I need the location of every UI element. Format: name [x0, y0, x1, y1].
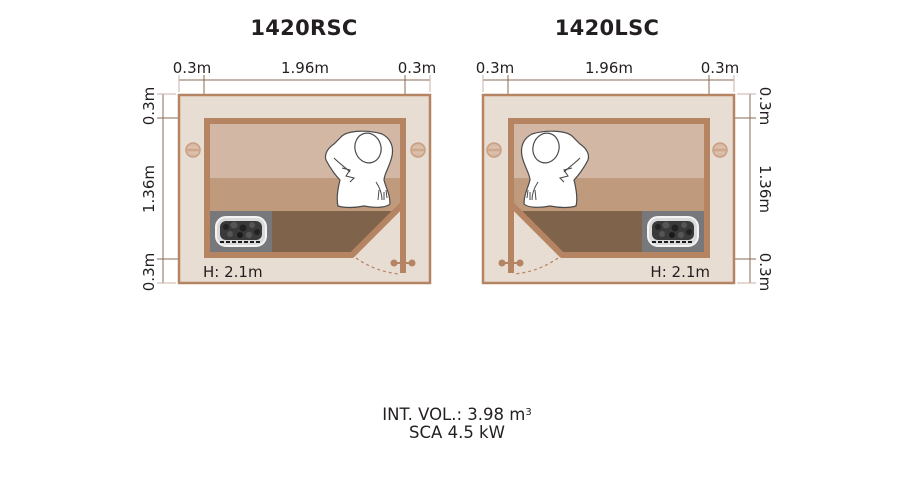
- dim-side-top: 0.3m: [756, 87, 774, 125]
- interior-volume: INT. VOL.: 3.98 m3: [0, 406, 914, 423]
- dim-top-center: 1.96m: [585, 59, 633, 77]
- dim-top-right: 0.3m: [701, 59, 739, 77]
- diagram-title-rsc: 1420RSC: [250, 16, 358, 40]
- door-handle-icon: [390, 259, 416, 267]
- door-frame: [508, 200, 514, 273]
- dim-side-bottom: 0.3m: [756, 253, 774, 291]
- diagram-title-lsc: 1420LSC: [554, 16, 660, 40]
- dim-top-left: 0.3m: [476, 59, 514, 77]
- height-label: H: 2.1m: [650, 263, 710, 281]
- dim-top-center: 1.96m: [281, 59, 329, 77]
- interior: [498, 118, 710, 275]
- dim-side-top: 0.3m: [140, 87, 158, 125]
- door-frame: [400, 200, 406, 273]
- height-label: H: 2.1m: [203, 263, 263, 281]
- door-swing: [513, 257, 559, 275]
- dim-top-right: 0.3m: [398, 59, 436, 77]
- diagram-lsc: 0.3m 1.96m 0.3m 0.3m 1.36m 0.3m: [476, 59, 774, 291]
- door-handle-icon: [498, 259, 524, 267]
- diagram-rsc: 0.3m 1.96m 0.3m 0.3m 1.36m 0.3m: [140, 59, 436, 291]
- dim-side-center: 1.36m: [756, 165, 774, 213]
- volume-unit-superscript: 3: [525, 407, 532, 418]
- dim-side-bottom: 0.3m: [140, 253, 158, 291]
- interior: [204, 118, 416, 275]
- dim-side-center: 1.36m: [140, 165, 158, 213]
- heater-spec: SCA 4.5 kW: [409, 423, 505, 442]
- volume-text: INT. VOL.: 3.98 m: [382, 405, 526, 424]
- dim-top-left: 0.3m: [173, 59, 211, 77]
- door-swing: [355, 257, 401, 275]
